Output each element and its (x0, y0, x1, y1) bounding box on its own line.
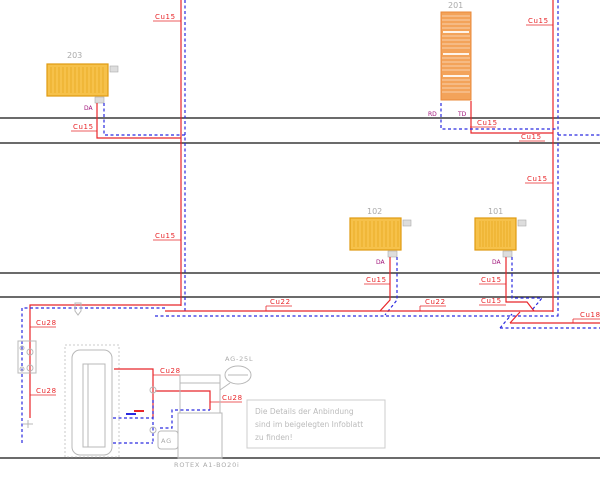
svg-text:Cu15: Cu15 (528, 17, 549, 25)
pump-group[interactable] (17, 340, 37, 374)
storage-tank[interactable] (64, 344, 120, 458)
svg-text:DA: DA (376, 259, 386, 266)
svg-text:sind im beigelegten Infoblatt: sind im beigelegten Infoblatt (255, 420, 363, 429)
svg-text:AG-25L: AG-25L (225, 355, 253, 363)
expansion-vessel[interactable]: AG-25L (219, 355, 253, 391)
svg-text:102: 102 (367, 207, 382, 216)
radiator-101[interactable]: 101 DA (474, 207, 527, 266)
svg-text:Cu15: Cu15 (477, 119, 498, 127)
riser-right (552, 0, 559, 318)
svg-text:TD: TD (457, 111, 467, 118)
svg-text:Cu28: Cu28 (222, 394, 243, 402)
svg-text:Cu15: Cu15 (527, 175, 548, 183)
floor-lines (0, 117, 600, 459)
radiator-201[interactable]: 201 RD TD (428, 1, 472, 118)
svg-text:Cu15: Cu15 (366, 276, 387, 284)
svg-text:Cu15: Cu15 (521, 133, 542, 141)
svg-text:RD: RD (428, 111, 437, 118)
pipe-labels: Cu15 Cu15 Cu15 Cu15 Cu15 Cu15 Cu15 Cu15 … (30, 13, 600, 403)
svg-text:Cu28: Cu28 (36, 319, 57, 327)
svg-text:Cu28: Cu28 (36, 387, 57, 395)
svg-text:Cu22: Cu22 (270, 298, 291, 306)
svg-text:zu finden!: zu finden! (255, 433, 293, 442)
svg-text:101: 101 (488, 207, 503, 216)
svg-text:201: 201 (448, 1, 463, 10)
svg-text:Cu15: Cu15 (155, 232, 176, 240)
svg-text:Cu18: Cu18 (580, 311, 600, 319)
svg-text:DA: DA (492, 259, 502, 266)
svg-text:Cu28: Cu28 (160, 367, 181, 375)
svg-text:Cu15: Cu15 (481, 276, 502, 284)
svg-text:Die Details der Anbindung: Die Details der Anbindung (255, 407, 354, 416)
thermostat-valve-icon (109, 65, 119, 73)
svg-text:203: 203 (67, 51, 82, 60)
info-box: Die Details der Anbindung sind im beigel… (246, 399, 386, 449)
svg-text:Cu15: Cu15 (155, 13, 176, 21)
radiator-203[interactable]: 203 DA (46, 51, 119, 112)
small-vessel[interactable]: AG (157, 430, 179, 450)
boiler[interactable]: ROTEX A1-BO20i (174, 374, 240, 469)
svg-text:DA: DA (84, 105, 94, 112)
valve-icon (23, 302, 82, 428)
svg-text:ROTEX A1-BO20i: ROTEX A1-BO20i (174, 461, 240, 469)
radiator-102[interactable]: 102 DA (349, 207, 412, 266)
svg-text:Cu22: Cu22 (425, 298, 446, 306)
svg-text:Cu15: Cu15 (73, 123, 94, 131)
svg-text:AG: AG (161, 437, 172, 445)
riser-left (180, 0, 186, 312)
svg-text:Cu15: Cu15 (481, 297, 502, 305)
